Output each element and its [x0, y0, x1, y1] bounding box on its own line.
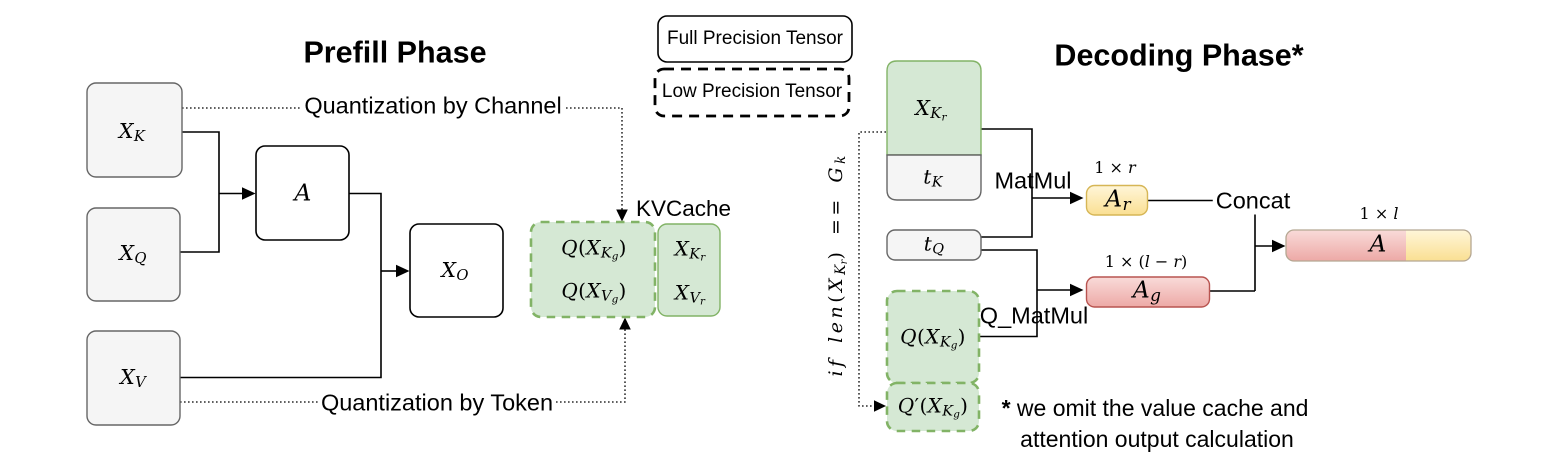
xvr-label: XVr — [674, 280, 706, 308]
node-afinal-yellow — [1406, 230, 1471, 261]
a-label: A — [294, 178, 312, 207]
qxkg-dec-label: Q(XKg) — [900, 324, 966, 352]
xk-label: XK — [118, 119, 146, 146]
arrowhead-into-ar — [1070, 191, 1084, 205]
decoding-title: Decoding Phase* — [1054, 38, 1304, 73]
edge-tq-to-qmatmul — [981, 249, 1038, 290]
node-tq — [886, 229, 982, 261]
footnote-line2: attention output calculation — [1020, 425, 1294, 452]
arrowhead-condition — [874, 400, 886, 412]
q-xkg-label: Q(XKg) — [561, 235, 627, 263]
quant-token-label: Quantization by Token — [317, 389, 557, 417]
node-ag — [1085, 276, 1211, 308]
edge-xq-to-a — [180, 193, 220, 253]
node-kvcache-residual — [657, 223, 721, 317]
edge-tq-to-matmul — [981, 198, 1033, 238]
legend-low-precision-label: Low Precision Tensor — [661, 81, 843, 103]
node-afinal-border — [1285, 229, 1472, 262]
concat-label: Concat — [1212, 187, 1294, 215]
xo-label: XO — [441, 258, 469, 285]
xv-label: XV — [120, 365, 146, 392]
quant-channel-label: Quantization by Channel — [301, 92, 565, 120]
legend-full-precision-label: Full Precision Tensor — [666, 28, 844, 50]
condition-label: if len(XKr) == Gk — [825, 155, 850, 377]
legend-full-precision-box — [657, 15, 853, 63]
xkr-label: XKr — [674, 236, 706, 264]
node-qpxkg — [885, 381, 981, 433]
node-kvcache-quantized — [529, 220, 657, 319]
kvcache-label: KVCache — [636, 196, 732, 222]
dim-l-label: 1 × l — [1359, 203, 1399, 223]
node-tk — [886, 154, 982, 201]
prefill-title: Prefill Phase — [303, 35, 487, 70]
arrowhead-into-xo — [396, 264, 410, 278]
arrowhead-into-afinal — [1272, 239, 1286, 253]
ag-label: Ag — [1132, 275, 1162, 305]
node-xv — [86, 330, 181, 426]
node-a — [255, 145, 350, 241]
edge-xv-to-xo — [180, 271, 382, 379]
edge-condition-dotted — [858, 131, 886, 407]
arrowhead-into-ag — [1070, 283, 1084, 297]
q-matmul-label: Q_MatMul — [979, 302, 1089, 329]
qpxkg-label: Q′(XKg) — [897, 393, 969, 421]
footnote-text1: we omit the value cache and — [1016, 394, 1309, 421]
dim-r-label: 1 × r — [1094, 157, 1136, 177]
legend-low-precision-box — [653, 67, 851, 118]
tq-label: tQ — [923, 231, 945, 258]
node-xk — [86, 82, 183, 178]
afinal-label: A — [1369, 229, 1387, 258]
edge-a-to-xo — [349, 192, 382, 271]
q-xvg-label: Q(XVg) — [561, 278, 627, 306]
footnote-line1: * we omit the value cache and — [1002, 395, 1309, 421]
footnote-marker: * — [1001, 394, 1011, 421]
edge-kcache-to-matmul — [981, 128, 1033, 198]
arrowhead-quant-token — [619, 317, 631, 330]
xq-label: XQ — [119, 241, 147, 268]
edge-qxkg-to-qmatmul — [979, 290, 1038, 338]
matmul-label: MatMul — [994, 167, 1072, 194]
ar-label: Ar — [1105, 184, 1131, 214]
node-xq — [86, 207, 181, 302]
node-ar — [1085, 184, 1149, 216]
edge-quant-channel — [182, 107, 623, 210]
xkr-cache-label: XKr — [915, 96, 947, 124]
node-xo — [409, 223, 504, 318]
arrowhead-quant-channel — [616, 209, 628, 222]
arrowhead-into-a — [242, 187, 256, 200]
edge-xk-to-a — [182, 131, 220, 194]
tk-label: tK — [923, 164, 943, 191]
dim-l-minus-r-label: 1 × (l − r) — [1104, 251, 1188, 271]
